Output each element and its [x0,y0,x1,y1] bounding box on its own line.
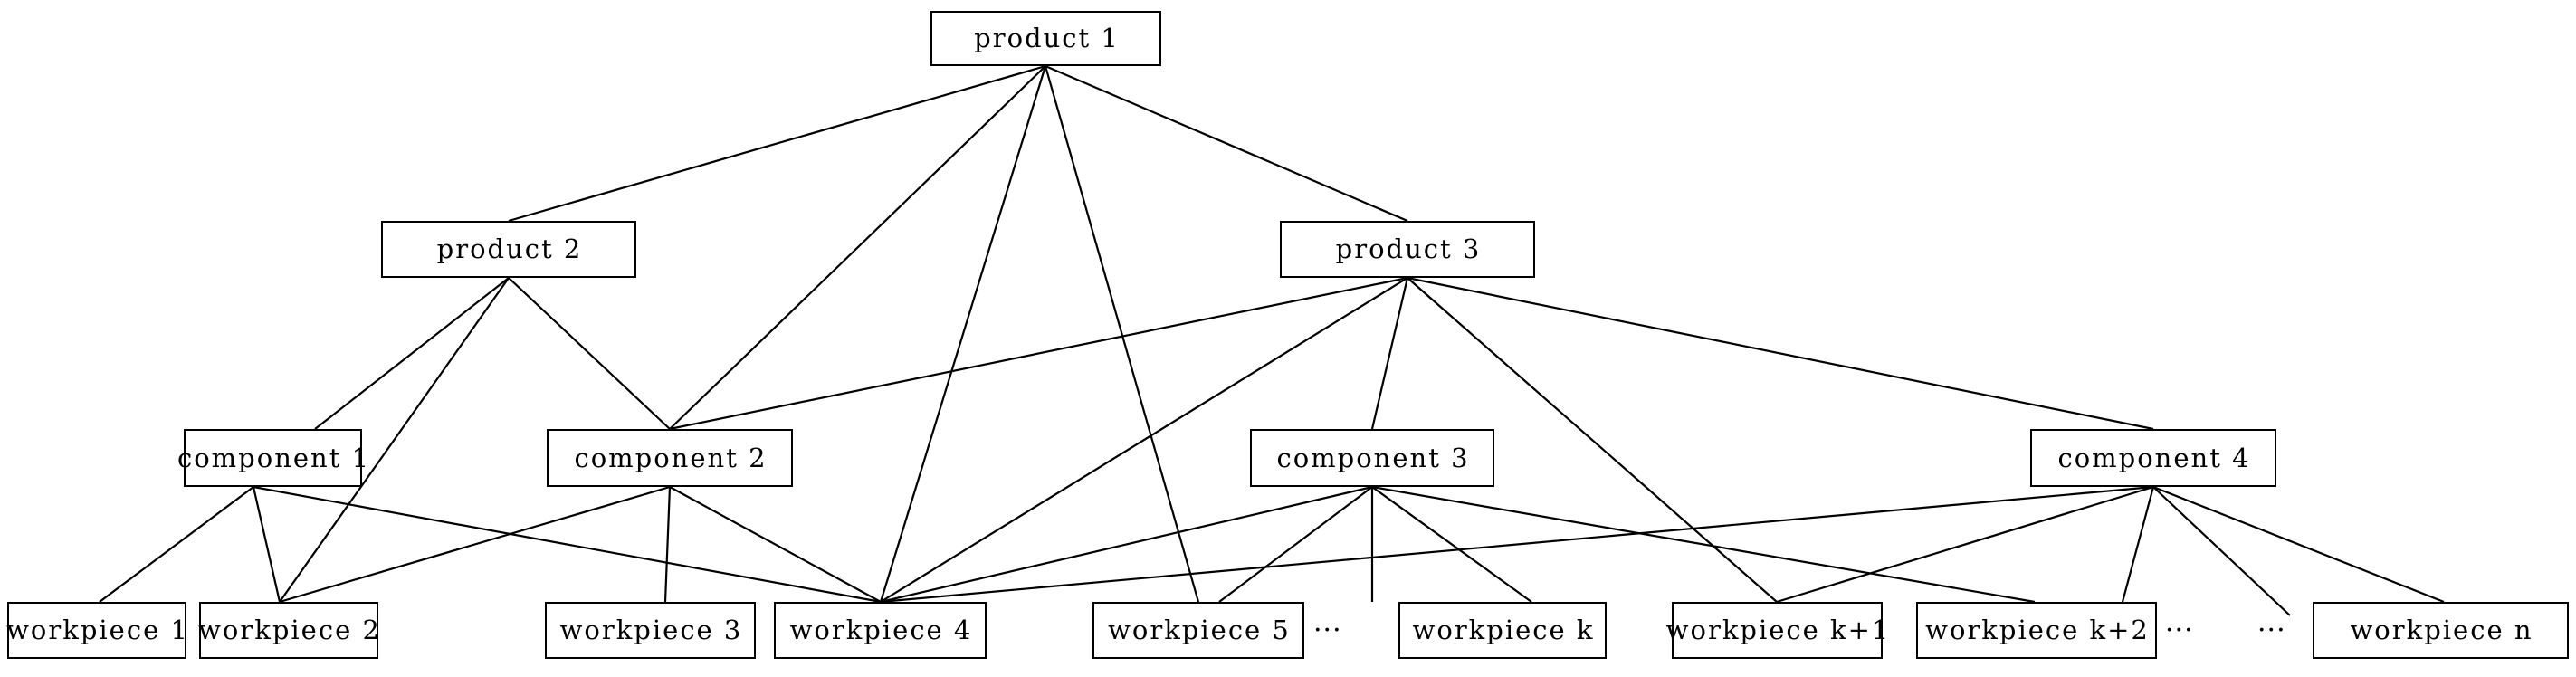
node-label-workpiece5: workpiece 5 [1108,615,1291,645]
node-workpiece4[interactable]: workpiece 4 [774,602,987,659]
node-component4[interactable]: component 4 [2030,429,2276,487]
edge-product1-to-workpiece4 [879,65,1047,603]
edge-component4-to-workpiece4 [880,485,2154,604]
edge-component3-to-workpiece5 [1218,486,1373,603]
node-workpiece5[interactable]: workpiece 5 [1092,602,1304,659]
node-workpiece2[interactable]: workpiece 2 [198,602,381,659]
edge-component1-to-workpiece2 [252,486,281,603]
node-product2[interactable]: product 2 [381,221,636,278]
edge-component2-to-workpiece3 [663,486,672,603]
edge-product1-to-workpiece5 [1044,65,1200,603]
edge-product3-to-component2 [669,276,1408,431]
node-label-workpiece2: workpiece 2 [198,615,381,645]
ellipsis-2: ··· [2165,615,2194,646]
node-label-product1: product 1 [974,23,1120,53]
edge-component2-to-workpiece4 [669,486,882,603]
node-workpiecen[interactable]: workpiece n [2313,602,2569,659]
edge-component1-to-workpiece1 [99,486,254,603]
node-workpiece1[interactable]: workpiece 1 [6,602,189,659]
node-label-workpiece4: workpiece 4 [789,615,973,645]
node-label-workpiece3: workpiece 3 [559,615,743,645]
ellipsis-3: ··· [2257,615,2286,646]
node-component2[interactable]: component 2 [547,429,793,487]
node-label-component3: component 3 [1276,442,1470,473]
node-label-component4: component 4 [2057,442,2251,473]
edge-product1-to-product2 [508,64,1046,223]
edge-component2-to-workpiece2 [279,485,671,604]
ellipsis-1: ··· [1313,615,1342,646]
node-component1[interactable]: component 1 [177,429,368,487]
edge-product1-to-component2 [669,65,1046,430]
node-label-component2: component 2 [574,442,768,473]
node-label-component1: component 1 [177,442,371,473]
edge-product2-to-component2 [508,277,671,430]
edge-component3-to-workpiecek1 [1371,486,1532,603]
node-label-workpiecek1: workpiece k+1 [1665,615,1891,645]
node-label-workpiecek2: workpiece k+2 [1925,615,2150,645]
node-component3[interactable]: component 3 [1250,429,1494,487]
edge-product1-to-product3 [1045,64,1408,223]
edge-component4-to-ellipsis3 [2152,486,2291,616]
edge-component3-to-workpiece4 [880,485,1373,604]
node-product1[interactable]: product 1 [930,11,1161,66]
edge-product2-to-component1 [314,277,510,430]
edge-component1-to-workpiece4 [253,485,882,604]
edge-component4-to-workpiecek2 [2121,486,2155,603]
edge-component4-to-workpiecen [2152,485,2445,604]
edge-product3-to-component4 [1407,276,2154,431]
node-product3[interactable]: product 3 [1280,221,1535,278]
edge-component4-to-workpiecek1 [1776,485,2154,604]
node-workpiecek2[interactable]: workpiece k+2 [1916,602,2157,659]
node-label-product3: product 3 [1335,234,1482,264]
node-workpiece3[interactable]: workpiece 3 [545,602,756,659]
edge-product3-to-component3 [1370,277,1409,430]
node-label-workpiece1: workpiece 1 [6,615,189,645]
node-label-product2: product 2 [436,234,583,264]
edge-component3-to-workpiecek2 [1371,485,2036,604]
node-label-workpiecek: workpiece k [1412,615,1595,645]
node-label-workpiecen: workpiece n [2350,615,2533,645]
node-workpiecek[interactable]: workpiece k [1398,602,1607,659]
node-workpiecek1[interactable]: workpiece k+1 [1666,602,1888,659]
